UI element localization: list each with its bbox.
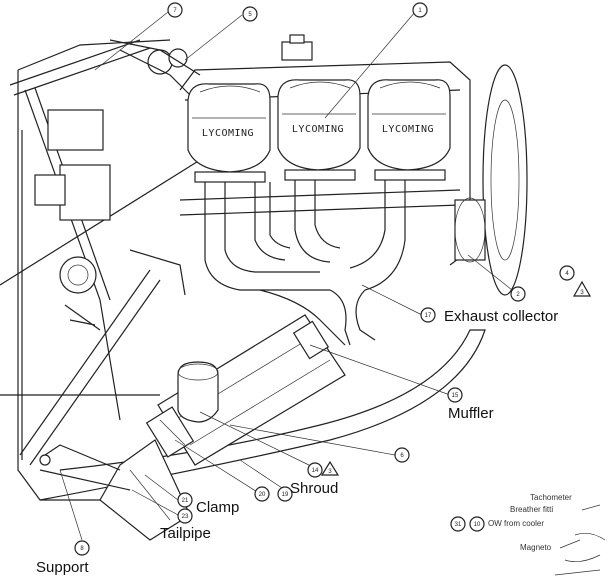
callout-14: 14: [307, 462, 323, 478]
tailpipe: [99, 439, 191, 541]
cowling-outline: [39, 329, 486, 501]
svg-text:1: 1: [418, 8, 422, 14]
callout-6: 6: [394, 447, 410, 463]
svg-text:5: 5: [248, 12, 252, 18]
callout-2: 2: [510, 286, 526, 302]
cylinder-head-2: LYCOMING: [277, 79, 361, 181]
svg-text:6: 6: [400, 453, 404, 459]
svg-text:7: 7: [173, 8, 177, 14]
svg-text:8: 8: [80, 546, 84, 552]
callout-3b: 3: [320, 460, 340, 476]
svg-text:17: 17: [425, 313, 432, 319]
label-shroud: Shroud: [290, 480, 338, 497]
callout-20: 20: [254, 486, 270, 502]
callout-7: 7: [167, 2, 183, 18]
muffler: [145, 314, 346, 466]
cylinder-label-1: LYCOMING: [202, 128, 254, 139]
callout-10: 10: [469, 516, 485, 532]
cylinder-head-3: LYCOMING: [367, 79, 451, 181]
callout-31: 31: [450, 516, 466, 532]
note-magneto: Magneto: [520, 543, 552, 552]
label-clamp: Clamp: [196, 499, 239, 516]
callout-1: 1: [412, 2, 428, 18]
callout-4: 4: [559, 265, 575, 281]
svg-text:3: 3: [328, 469, 332, 475]
engine-mount-frame: [0, 39, 201, 501]
cylinder-label-2: LYCOMING: [292, 124, 344, 135]
callout-15: 15: [447, 387, 463, 403]
callout-23: 23: [177, 508, 193, 524]
callout-5: 5: [242, 6, 258, 22]
label-exhaust-collector: Exhaust collector: [444, 308, 558, 325]
note-breather: Breather fitti: [510, 505, 553, 514]
label-muffler: Muffler: [448, 405, 494, 422]
svg-text:14: 14: [312, 468, 319, 474]
svg-text:3: 3: [580, 290, 584, 296]
exhaust-collector: [204, 180, 406, 346]
label-support: Support: [36, 559, 89, 576]
svg-text:20: 20: [259, 492, 266, 498]
svg-text:10: 10: [474, 522, 481, 528]
callout-19: 19: [277, 486, 293, 502]
callout-8: 8: [74, 540, 90, 556]
support-bracket: [39, 444, 131, 491]
cylinder-label-3: LYCOMING: [382, 124, 434, 135]
svg-text:23: 23: [182, 514, 189, 520]
note-tachometer: Tachometer: [530, 493, 572, 502]
svg-text:21: 21: [182, 498, 189, 504]
leader-lines: [59, 11, 513, 541]
cylinder-head-1: LYCOMING: [187, 83, 271, 183]
inset-notes: Tachometer Breather fitti OW from cooler…: [488, 493, 606, 576]
svg-text:31: 31: [455, 522, 462, 528]
svg-text:2: 2: [516, 292, 520, 298]
callout-3: 3: [572, 280, 592, 297]
label-tailpipe: Tailpipe: [160, 525, 211, 542]
callout-17: 17: [420, 307, 436, 323]
svg-text:19: 19: [282, 492, 289, 498]
note-oil-from-cooler: OW from cooler: [488, 519, 544, 528]
svg-text:4: 4: [565, 271, 569, 277]
callout-21: 21: [177, 492, 193, 508]
svg-text:15: 15: [452, 393, 459, 399]
